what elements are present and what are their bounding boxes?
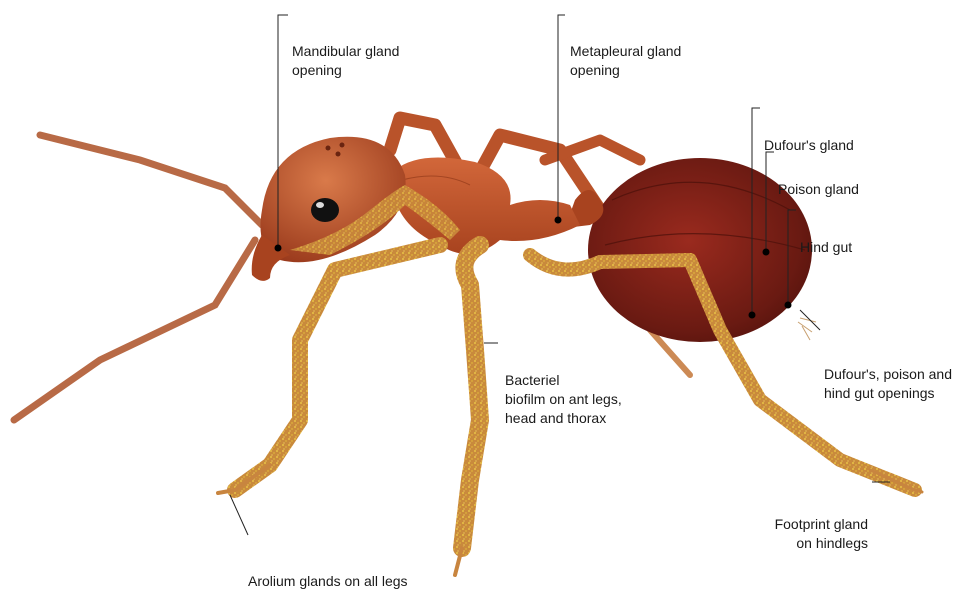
ocellus <box>326 146 331 151</box>
front-leg-center <box>455 245 480 575</box>
leader-metapleural <box>558 15 565 220</box>
ocellus <box>340 143 345 148</box>
ocellus <box>336 152 341 157</box>
label-arolium-glands: Arolium glands on all legs <box>248 534 408 610</box>
front-leg-left <box>218 245 440 493</box>
label-hind-gut: Hind gut <box>800 200 852 276</box>
antenna-right <box>14 240 255 420</box>
compound-eye <box>311 198 339 222</box>
antenna-left <box>40 135 262 225</box>
gaster-hairs <box>798 318 816 340</box>
leader-arolium <box>230 495 248 535</box>
